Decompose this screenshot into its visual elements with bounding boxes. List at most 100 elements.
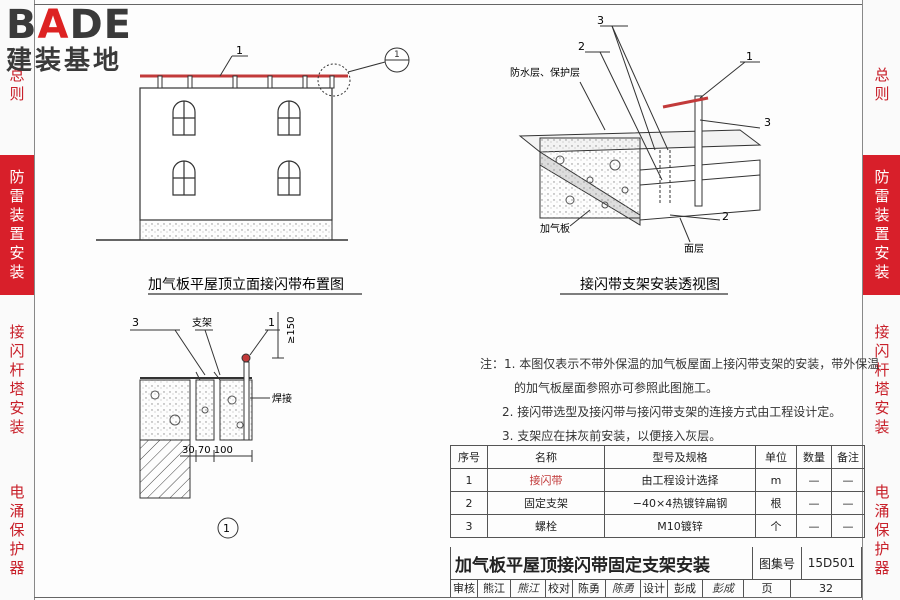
sidebar-section-spd[interactable]: 电涌保护器 [863,470,900,590]
label-waterproof: 防水层、保护层 [510,66,580,79]
sidebar-char: 安 [874,244,890,262]
col-header: 名称 [487,445,605,469]
sidebar-label: 电涌保护器 [9,483,24,578]
designer-name: 彭成 [668,579,703,597]
notes: 注：1. 本图仅表示不带外保温的加气板屋面上接闪带支架的安装，带外保温 的加气板… [480,352,879,448]
sidebar-char: 装 [874,418,890,436]
sidebar-char: 护 [874,539,890,558]
detail-drawing [130,312,284,539]
checker-signature: 陈勇 [606,579,641,597]
sidebar-char: 总 [9,66,25,84]
design-label: 设计 [641,579,668,597]
atlas-number: 15D501 [801,547,861,579]
sidebar-char: 则 [874,85,890,103]
title-block: 加气板平屋顶接闪带固定支架安装 图集号 15D501 [450,547,862,580]
page-number: 32 [819,581,833,595]
sidebar-char: 塔 [9,380,25,398]
detail-callout-bracket: 支架 [192,317,212,329]
sidebar-char: 置 [9,225,25,243]
sidebar-char: 安 [9,399,25,417]
sidebar-char: 置 [874,225,890,243]
sidebar-char: 护 [9,539,25,558]
sidebar-section-general[interactable]: 总则 [0,40,34,130]
sidebar-char: 器 [874,558,890,577]
perspective-title: 接闪带支架安装透视图 [580,276,720,293]
sidebar-char: 装 [9,418,25,436]
detail-circle-label: 1 [223,522,230,535]
sidebar-char: 器 [9,558,25,577]
detail-callout-1: 1 [268,316,275,329]
col-header: 序号 [450,445,488,469]
sidebar-char: 总 [874,66,890,84]
col-header: 数量 [796,445,832,469]
sidebar-char: 保 [9,520,25,539]
note-1-cont: 的加气板屋面参照亦可参照此图施工。 [514,381,719,395]
detail-callout-3: 3 [132,316,139,329]
sidebar-label: 总则 [874,66,889,104]
logo-chinese: 建装基地 [6,46,123,76]
checker-name: 陈勇 [573,579,606,597]
detail-dimensions: 30 70 100 [182,445,233,456]
sidebar-char: 涌 [9,501,25,520]
col-header: 单位 [755,445,797,469]
svg-text:1: 1 [394,50,400,60]
sidebar-section-lightning-device[interactable]: 防雷装置安装 [0,155,34,295]
perspective-callout-2: 2 [578,40,585,53]
label-weld: 焊接 [272,392,292,405]
dim-150: ≥150 [286,317,297,344]
sidebar-char: 雷 [9,187,25,205]
sidebar-char: 则 [9,85,25,103]
sidebar-char: 闪 [874,342,890,360]
sidebar-char: 杆 [9,361,25,379]
perspective-callout-3b: 3 [764,116,771,129]
sidebar-char: 塔 [874,380,890,398]
reviewer-signature: 熊江 [511,579,546,597]
left-sidebar: 总则 防雷装置安装 接闪杆塔安装 电涌保护器 [0,0,35,600]
sidebar-section-air-terminal[interactable]: 接闪杆塔安装 [0,305,34,455]
table-header-row: 序号 名称 型号及规格 单位 数量 备注 [450,445,865,469]
sidebar-char: 雷 [874,187,890,205]
sidebar-char: 安 [9,244,25,262]
signature-row: 审核 熊江 熊江 校对 陈勇 陈勇 设计 彭成 彭成 页 32 [450,579,862,598]
sidebar-label: 防雷装置安装 [874,168,889,282]
sidebar-label: 接闪杆塔安装 [9,323,24,437]
sidebar-char: 防 [9,168,25,186]
sidebar-label: 接闪杆塔安装 [874,323,889,437]
sidebar-section-lightning-device[interactable]: 防雷装置安装 [863,155,900,295]
sidebar-label: 电涌保护器 [874,483,889,578]
label-surface-layer: 面层 [684,243,704,255]
sidebar-char: 杆 [874,361,890,379]
perspective-callout-3: 3 [597,14,604,27]
note-3: 3. 支架应在抹灰前安装，以便接入灰层。 [502,429,722,443]
sidebar-char: 电 [9,482,25,501]
sidebar-label: 防雷装置安装 [9,168,24,282]
sidebar-char: 电 [874,482,890,501]
logo: BADE 建装基地 [6,4,132,76]
review-label: 审核 [451,579,478,597]
sidebar-section-air-terminal[interactable]: 接闪杆塔安装 [863,305,900,455]
frame-top [34,4,862,5]
sidebar-label: 总则 [9,66,24,104]
col-header: 备注 [831,445,865,469]
designer-signature: 彭成 [703,579,744,597]
check-label: 校对 [546,579,573,597]
page-label: 页 [744,579,791,597]
label-aerated-panel: 加气板 [540,222,570,235]
sidebar-section-spd[interactable]: 电涌保护器 [0,470,34,590]
reviewer-name: 熊江 [478,579,511,597]
sidebar-char: 装 [874,206,890,224]
right-sidebar: 总则 防雷装置安装 接闪杆塔安装 电涌保护器 [862,0,900,600]
sidebar-char: 装 [9,206,25,224]
perspective-drawing [518,25,762,243]
note-1: 注：1. 本图仅表示不带外保温的加气板屋面上接闪带支架的安装，带外保温 [480,357,880,371]
sidebar-char: 保 [874,520,890,539]
drawing-title: 加气板平屋顶接闪带固定支架安装 [455,555,710,576]
col-header: 型号及规格 [604,445,756,469]
sidebar-char: 防 [874,168,890,186]
sidebar-section-general[interactable]: 总则 [863,40,900,130]
